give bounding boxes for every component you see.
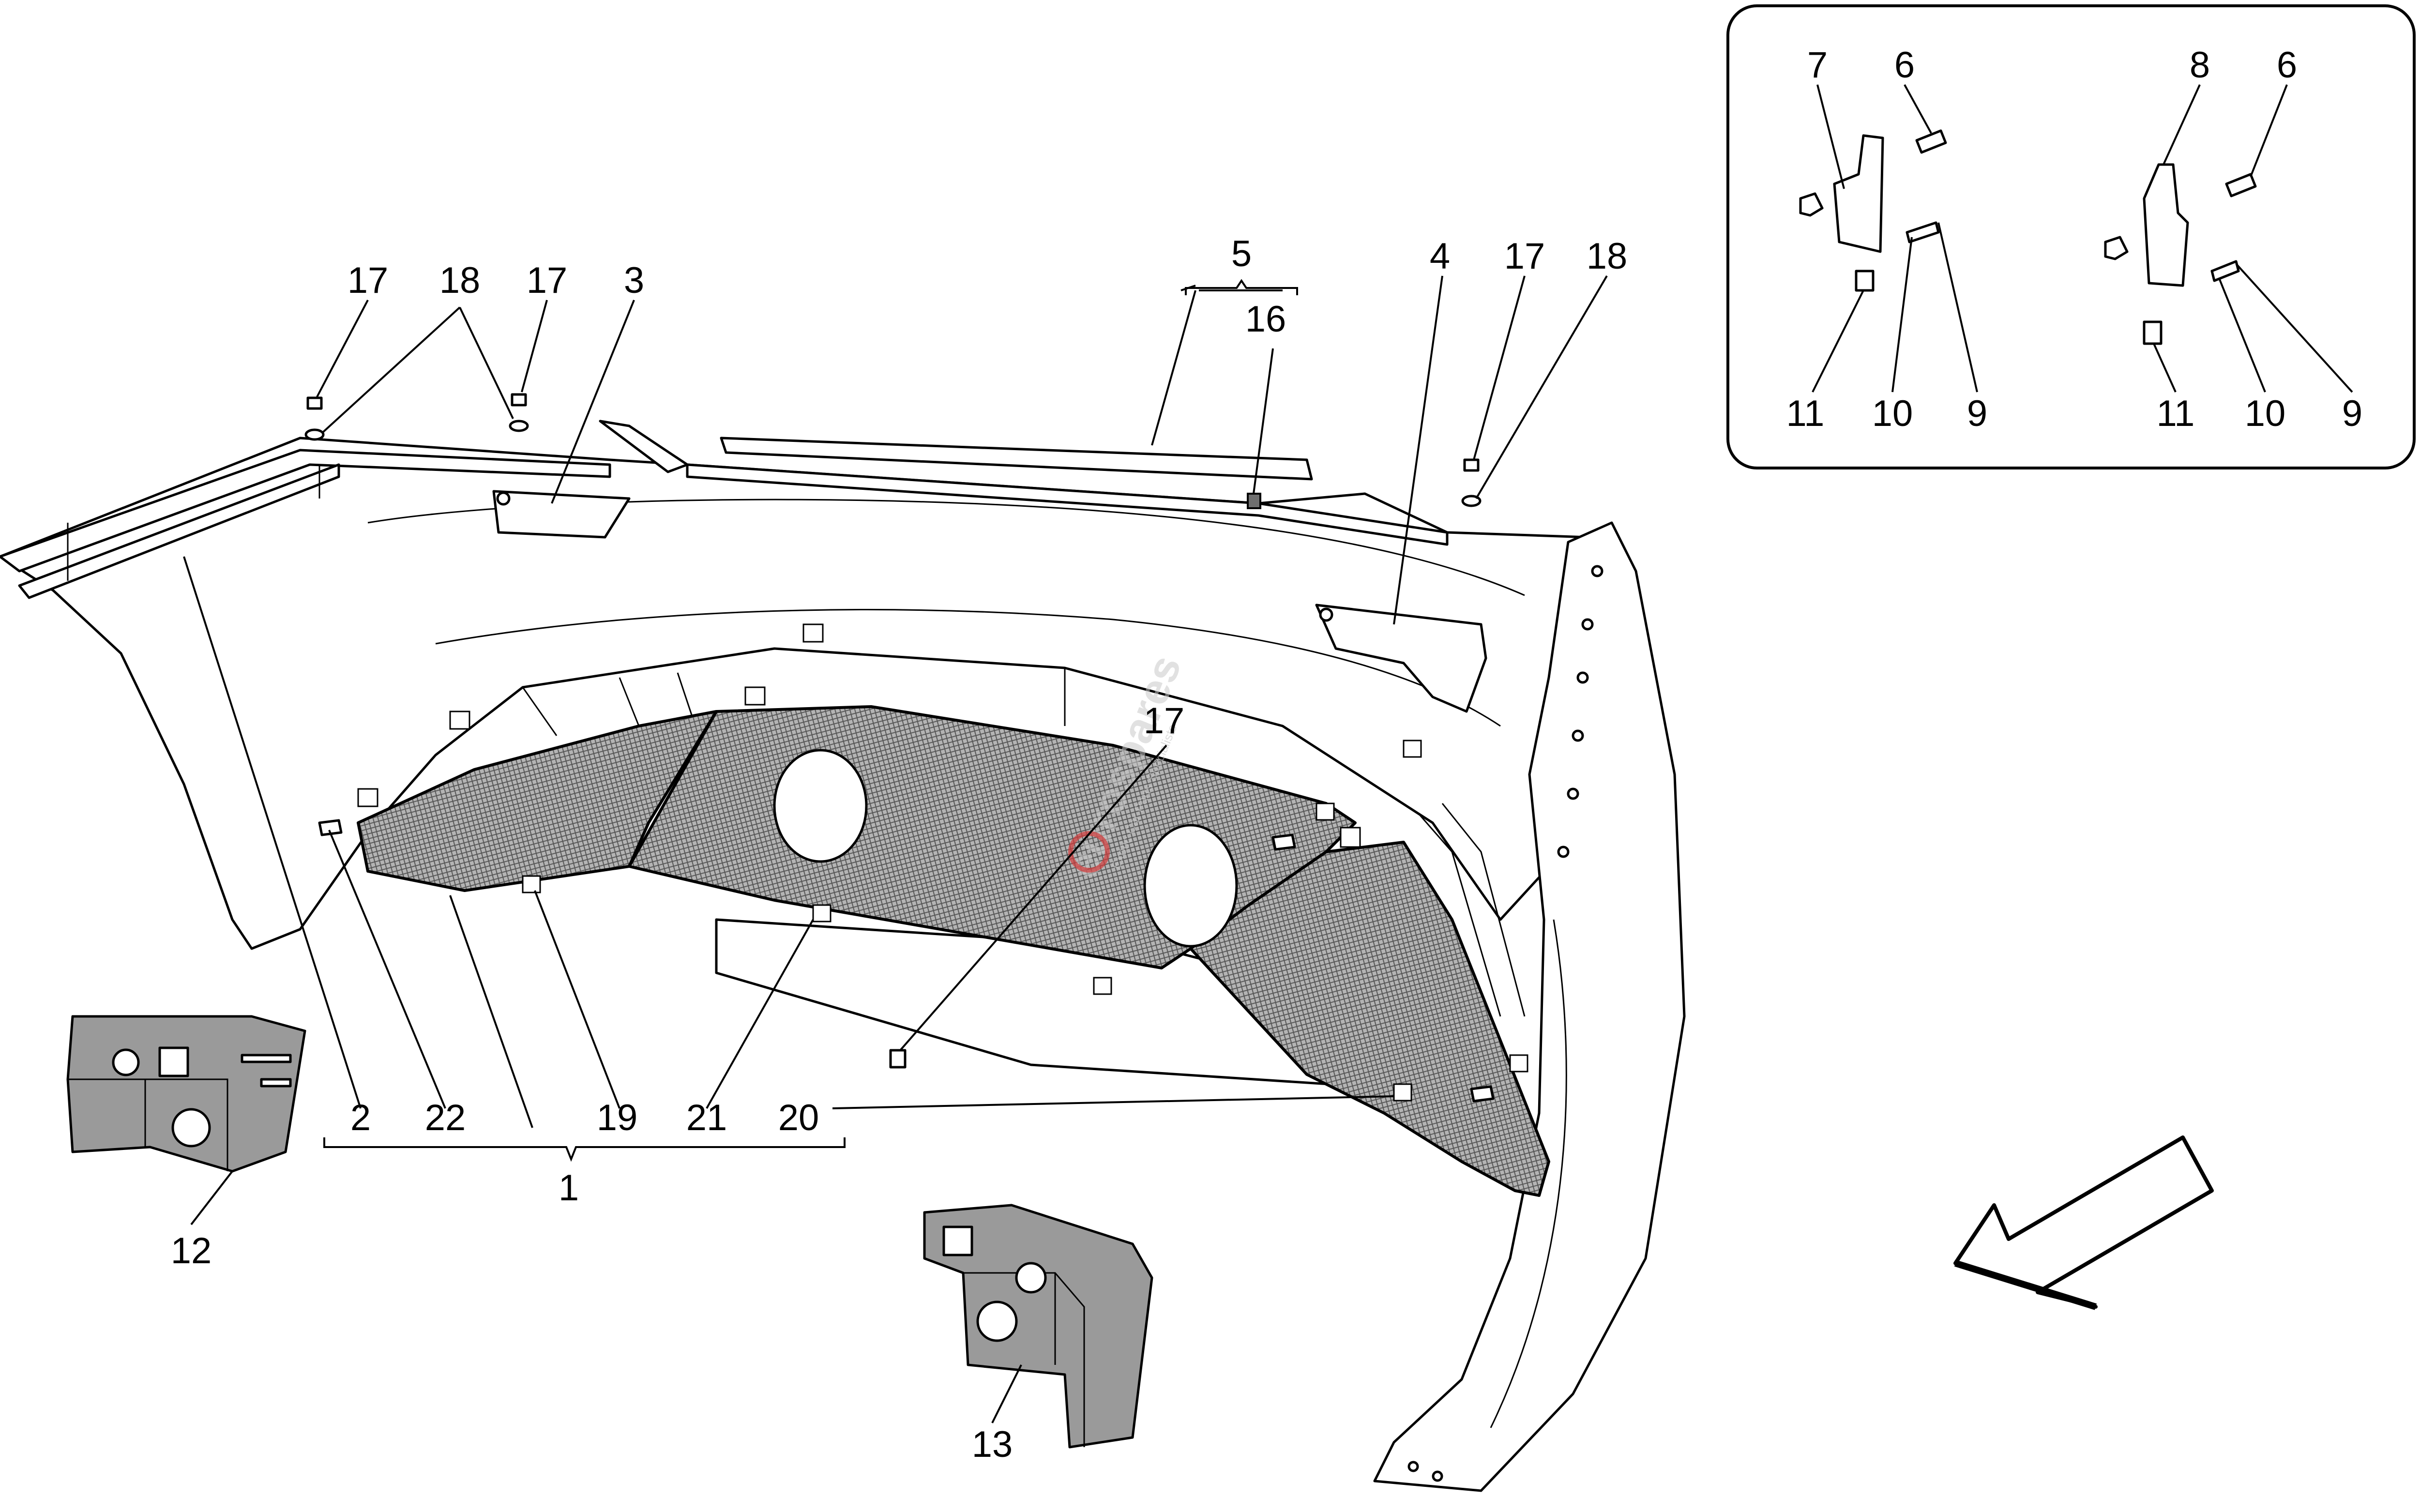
top-center-trim-strip <box>599 420 1449 546</box>
callout-8: 8 <box>2190 45 2210 86</box>
bracket-left <box>492 490 631 539</box>
callout-12: 12 <box>171 1230 212 1271</box>
sensor-housing-left <box>66 1015 306 1173</box>
top-fasteners <box>304 393 1482 507</box>
callout-17-right: 17 <box>1504 236 1545 277</box>
callout-13: 13 <box>972 1424 1013 1465</box>
callout-20: 20 <box>778 1097 819 1138</box>
sensor-housing-right <box>923 1204 1153 1449</box>
callout-9-right: 9 <box>2342 393 2362 434</box>
callout-labels: 17 18 17 3 5 16 4 17 18 17 2 22 19 21 20… <box>171 45 2362 1465</box>
callout-10-left: 10 <box>1872 393 1913 434</box>
callout-5: 5 <box>1231 233 1252 274</box>
callout-11-right: 11 <box>2157 393 2195 434</box>
rear-bumper-shell <box>0 437 1686 1492</box>
callout-1: 1 <box>559 1167 579 1209</box>
inset-bracket-detail <box>1726 4 2416 469</box>
callout-4: 4 <box>1430 236 1450 277</box>
left-top-trim-strips <box>0 449 611 599</box>
leader-lines <box>183 84 2353 1423</box>
callout-9-left: 9 <box>1967 393 1987 434</box>
callout-17-center: 17 <box>1144 700 1185 741</box>
callout-18-left: 18 <box>439 260 481 301</box>
callout-6-left: 6 <box>1894 45 1915 86</box>
callout-11-left: 11 <box>1786 393 1825 434</box>
grille-left <box>357 710 718 892</box>
callout-22: 22 <box>425 1097 466 1138</box>
callout-19: 19 <box>597 1097 638 1138</box>
callout-2: 2 <box>350 1097 371 1138</box>
callout-7: 7 <box>1807 45 1828 86</box>
callout-3: 3 <box>624 260 644 301</box>
callout-16: 16 <box>1245 299 1286 340</box>
callout-18-right: 18 <box>1587 236 1628 277</box>
bracket-right <box>1315 604 1487 713</box>
lower-grille-assembly <box>318 623 1550 1197</box>
callout-10-right: 10 <box>2245 393 2286 434</box>
direction-arrow-icon <box>1953 1135 2214 1310</box>
callout-6-right: 6 <box>2277 45 2297 86</box>
grille-right <box>1189 841 1550 1197</box>
callout-17-mid: 17 <box>527 260 568 301</box>
callout-17-left: 17 <box>348 260 389 301</box>
callout-21: 21 <box>686 1097 727 1138</box>
